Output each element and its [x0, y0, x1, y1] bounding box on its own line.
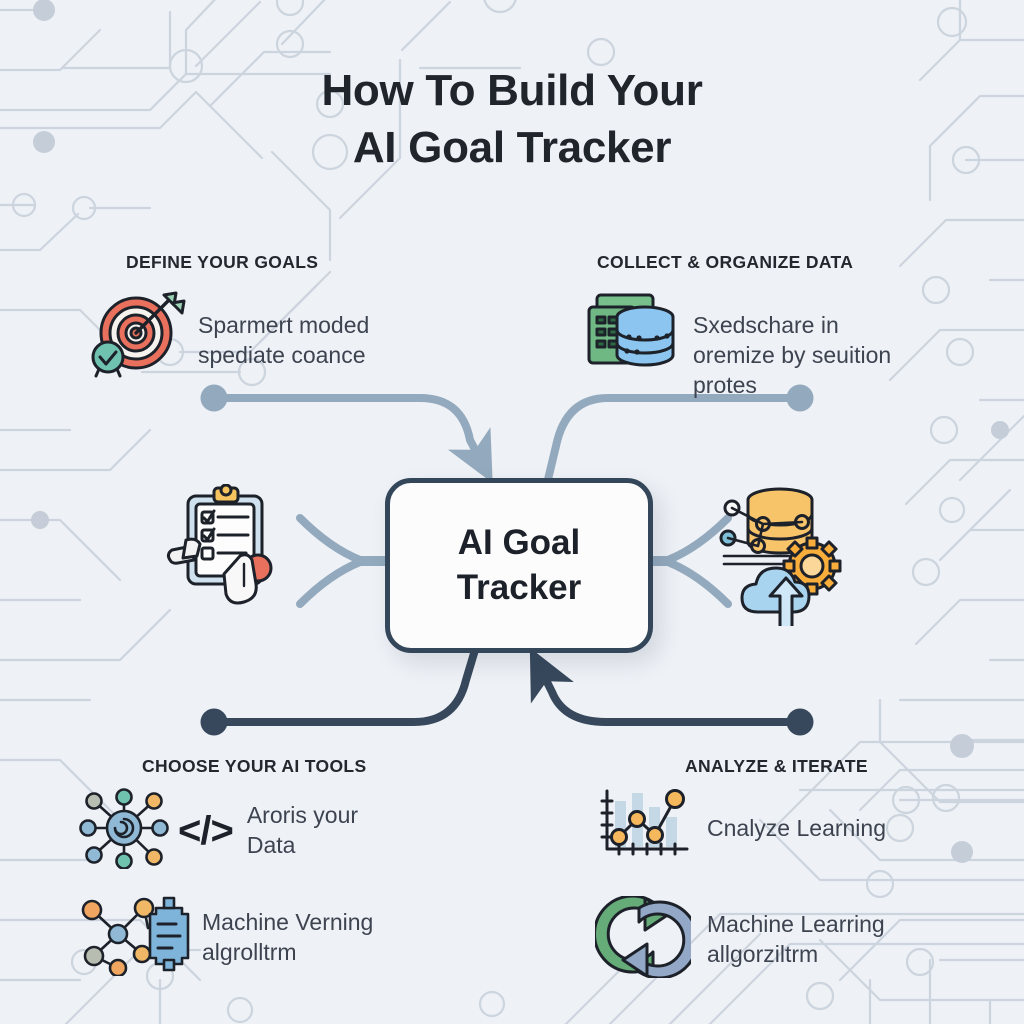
connector-branch-left: [296, 514, 396, 608]
tools-item-1: </> Aroris your Data: [78, 787, 518, 874]
tools-item-2: Machine Verning algrolltrm: [78, 894, 518, 981]
clipboard-checklist-hands-icon: [166, 484, 273, 605]
section-text-analyze-1: Cnalyze Learning: [707, 814, 886, 844]
analyze-item-2: Machine Learring allgorziltrm: [593, 894, 1024, 983]
connector-collect-to-center: [541, 384, 814, 496]
section-heading-tools: CHOOSE YOUR AI TOOLS: [142, 756, 367, 776]
neural-server-icon: [81, 896, 190, 978]
cloud-database-gear-icon: [719, 487, 842, 626]
section-text-collect-line-1: Sxedschare in: [693, 312, 839, 338]
center-node-label-line-1: AI Goal: [457, 522, 581, 562]
connector-center-to-tools: [200, 636, 482, 736]
bar-line-chart-icon: [600, 789, 689, 856]
connector-analyze-to-center: [529, 647, 814, 736]
connector-define-to-center: [200, 384, 493, 484]
section-heading-collect: COLLECT & ORGANIZE DATA: [597, 252, 854, 272]
section-text-tools-1-line-1: Aroris your: [246, 801, 359, 828]
section-text-collect: Sxedschare in oremize by seuition protes: [693, 311, 891, 401]
section-text-analyze-1-line-1: Cnalyze Learning: [707, 814, 887, 841]
section-analyze-iterate: ANALYZE & ITERATE: [593, 756, 1024, 983]
refresh-cycle-icon: [593, 894, 699, 980]
section-text-collect-line-2: oremize by seuition: [693, 341, 892, 368]
page-title: How To Build Your AI Goal Tracker: [0, 62, 1024, 176]
icon-slot-tools-1: [78, 787, 170, 874]
section-choose-your-ai-tools: CHOOSE YOUR AI TOOLS: [78, 756, 518, 981]
section-text-define-line-2: spediate coance: [198, 341, 366, 368]
section-text-tools-2: Machine Verning algrolltrm: [202, 908, 373, 968]
connector-branch-right: [632, 514, 732, 608]
analyze-item-1: Cnalyze Learning: [595, 787, 1024, 870]
page-title-line-1: How To Build Your: [321, 66, 703, 115]
section-collect-organize-data: COLLECT & ORGANIZE DATA: [583, 252, 1003, 401]
section-heading-analyze: ANALYZE & ITERATE: [685, 756, 868, 776]
section-text-tools-2-line-1: Machine Verning: [202, 908, 374, 935]
section-define-your-goals: DEFINE YOUR GOALS: [86, 252, 506, 384]
target-arrow-icon: [91, 291, 186, 378]
section-text-tools-2-line-2: algrolltrm: [202, 938, 297, 965]
center-node-label: AI Goal Tracker: [457, 521, 582, 611]
section-text-analyze-2-line-2: allgorziltrm: [707, 940, 819, 967]
code-brackets-icon: </>: [178, 808, 234, 853]
center-node[interactable]: AI Goal Tracker: [385, 478, 653, 653]
neural-hub-icon: [79, 788, 169, 870]
page-title-line-2: AI Goal Tracker: [352, 123, 672, 173]
section-text-define: Sparmert moded spediate coance: [198, 311, 369, 371]
section-text-analyze-2: Machine Learring allgorziltrm: [707, 910, 885, 970]
icon-slot-tools-2: [78, 894, 190, 981]
section-heading-define: DEFINE YOUR GOALS: [126, 252, 319, 272]
database-spreadsheet-icon: [587, 293, 675, 367]
icon-slot-collect: [583, 289, 679, 382]
section-text-analyze-2-line-1: Machine Learring: [707, 910, 885, 937]
section-text-tools-1-line-2: Data: [246, 831, 296, 858]
icon-slot-analyze-2: [593, 894, 699, 983]
section-text-tools-1: Aroris your Data: [247, 801, 358, 861]
section-text-define-line-1: Sparmert moded: [198, 312, 370, 338]
icon-slot-analyze-1: [595, 787, 691, 870]
center-node-label-line-2: Tracker: [456, 567, 582, 607]
icon-slot-define: [86, 289, 186, 384]
section-text-collect-line-3: protes: [693, 371, 757, 398]
